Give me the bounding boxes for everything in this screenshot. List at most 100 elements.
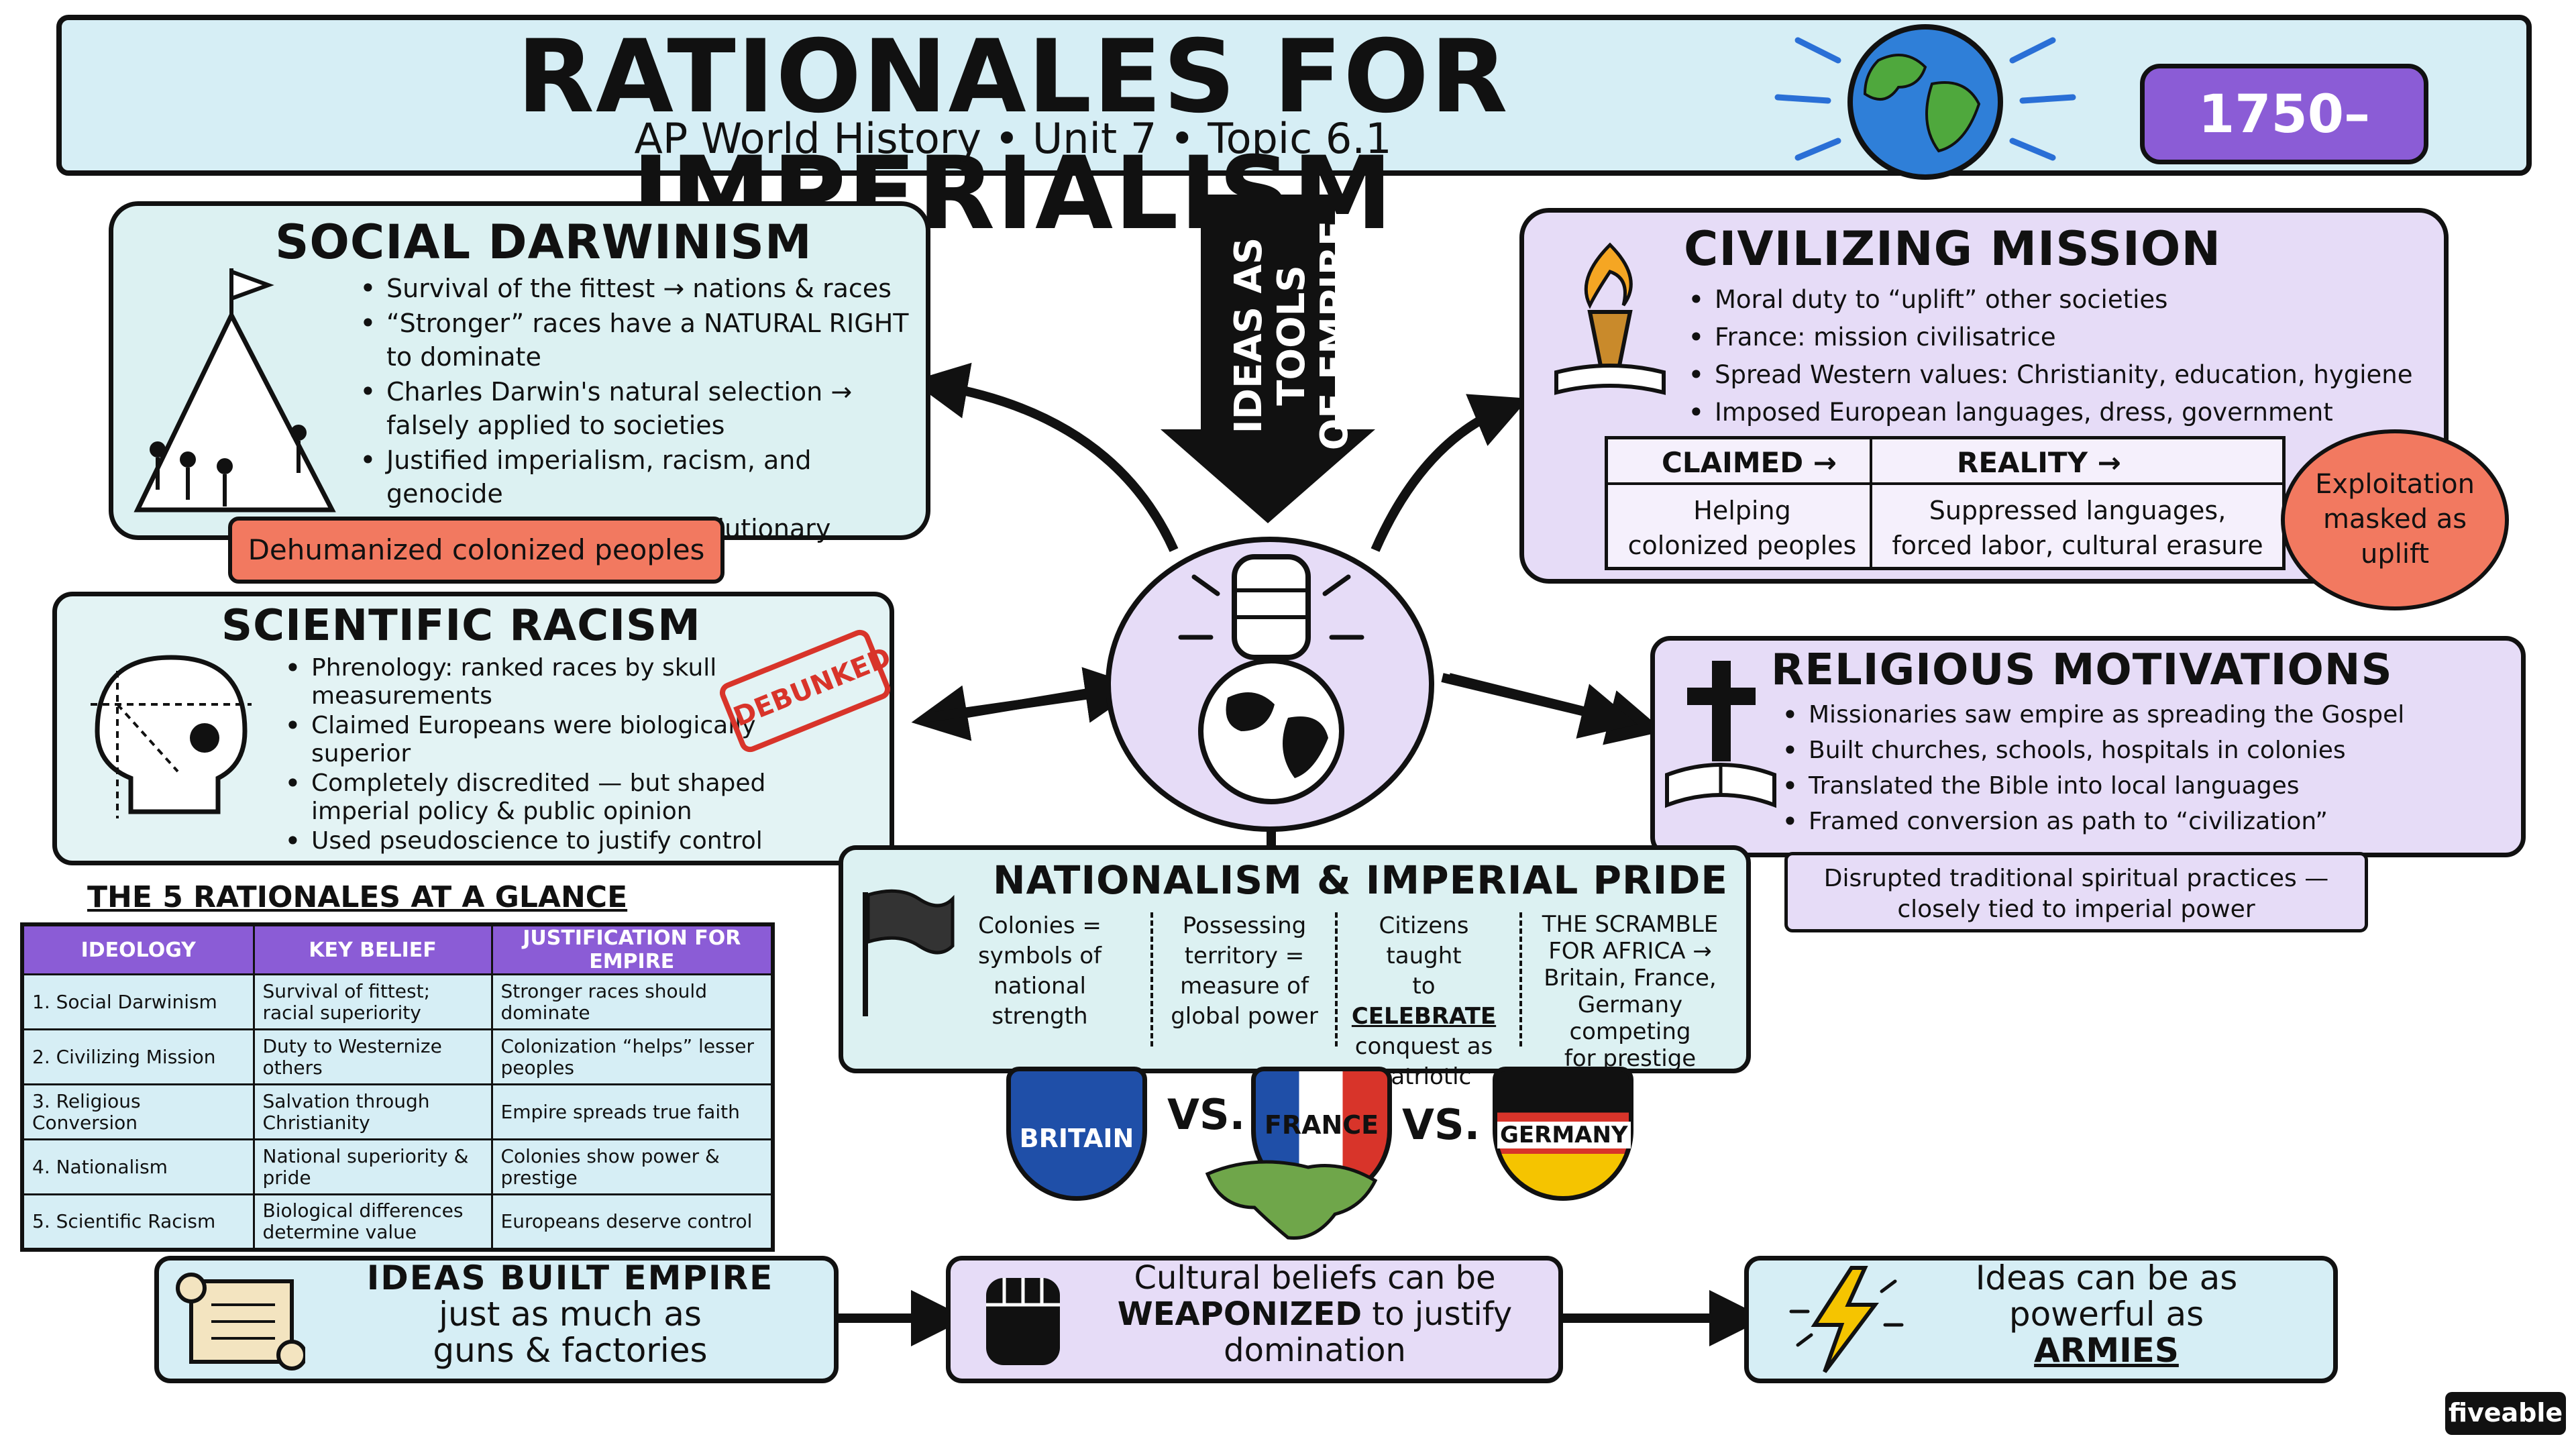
table-cell: Europeans deserve control bbox=[490, 1193, 774, 1250]
fist-icon bbox=[986, 1278, 1060, 1365]
table-row: 3. Religious Conversion Salvation throug… bbox=[21, 1083, 774, 1140]
col-line: to CELEBRATE bbox=[1338, 971, 1509, 1032]
mountain-summit-icon bbox=[133, 268, 336, 513]
claimed-header: CLAIMED → bbox=[1662, 446, 1837, 479]
box3-line1: Ideas can be as bbox=[1975, 1258, 2238, 1297]
col-line: national strength bbox=[991, 973, 1088, 1030]
table-cell: 3. Religious Conversion bbox=[21, 1083, 255, 1140]
table-cell: 4. Nationalism bbox=[21, 1138, 255, 1195]
col-line: global power bbox=[1171, 1003, 1318, 1030]
table-header: IDEOLOGY bbox=[21, 923, 255, 975]
col-line: Possessing bbox=[1182, 912, 1307, 939]
social-darwinism-title: SOCIAL DARWINISM bbox=[275, 215, 812, 270]
claimed-cell: Helping colonized peoples bbox=[1621, 493, 1863, 563]
col-line: FOR AFRICA → bbox=[1548, 938, 1712, 965]
vs-label: VS. bbox=[1402, 1100, 1481, 1149]
ideas-built-empire-text: IDEAS BUILT EMPIRE just as much as guns … bbox=[322, 1260, 818, 1368]
col-line: Citizens taught bbox=[1379, 912, 1469, 969]
col-line: patriotic bbox=[1376, 1063, 1472, 1090]
box2-rest: to justify bbox=[1362, 1295, 1513, 1333]
table-cell: Empire spreads true faith bbox=[490, 1083, 774, 1140]
col-line: Germany competing bbox=[1569, 991, 1691, 1045]
religious-motivations-list: Missionaries saw empire as spreading the… bbox=[1778, 698, 2516, 840]
exploitation-burst: Exploitation masked as uplift bbox=[2281, 429, 2509, 610]
table-cell: Salvation through Christianity bbox=[252, 1083, 493, 1140]
weaponized-text: Cultural beliefs can be WEAPONIZED to ju… bbox=[1080, 1260, 1550, 1368]
list-item: Framed conversion as path to “civilizati… bbox=[1778, 804, 2516, 839]
list-item: Completely discredited — but shaped impe… bbox=[280, 769, 790, 826]
note-line2: closely tied to imperial power bbox=[1897, 896, 2255, 923]
nationalism-divider bbox=[1519, 912, 1522, 1046]
germany-shield: GERMANY bbox=[1493, 1067, 1633, 1201]
page-subtitle: AP World History • Unit 7 • Topic 6.1 bbox=[634, 114, 1392, 163]
nationalism-title: NATIONALISM & IMPERIAL PRIDE bbox=[993, 857, 1729, 903]
table-cell: 2. Civilizing Mission bbox=[21, 1028, 255, 1085]
table-cell: 1. Social Darwinism bbox=[21, 973, 255, 1030]
fist-globe-icon bbox=[1178, 554, 1364, 804]
col-line: Britain, France, bbox=[1544, 965, 1717, 991]
reality-cell: Suppressed languages, forced labor, cult… bbox=[1876, 493, 2279, 563]
box2-line2: WEAPONIZED to justify bbox=[1080, 1296, 1550, 1332]
ideas-arrow-line1: IDEAS AS TOOLS bbox=[1227, 237, 1313, 434]
cross-bible-icon bbox=[1665, 661, 1776, 808]
nationalism-col-3: Citizens taught to CELEBRATE conquest as… bbox=[1338, 911, 1509, 1092]
claimed-vs-reality-table: CLAIMED → REALITY → Helping colonized pe… bbox=[1605, 436, 2286, 570]
africa-map-icon bbox=[1205, 1160, 1378, 1240]
box1-line3: guns & factories bbox=[433, 1331, 708, 1370]
burst-line1: Exploitation bbox=[2315, 469, 2475, 500]
list-item: Moral duty to “uplift” other societies bbox=[1684, 282, 2435, 318]
list-item: Used pseudoscience to justify control bbox=[280, 827, 790, 855]
table-header: JUSTIFICATION FOR EMPIRE bbox=[490, 923, 774, 975]
table-row: 5. Scientific Racism Biological differen… bbox=[21, 1193, 774, 1250]
burst-line3: uplift bbox=[2360, 539, 2430, 570]
burst-line2: masked as bbox=[2322, 504, 2467, 535]
ideas-arrow-line2: OF EMPIRE bbox=[1313, 220, 1356, 451]
ideas-powerful-text: Ideas can be as powerful as ARMIES bbox=[1919, 1260, 2294, 1368]
reality-line2: forced labor, cultural erasure bbox=[1892, 531, 2263, 560]
weaponized-emphasis: WEAPONIZED bbox=[1117, 1295, 1362, 1333]
col-line: territory = bbox=[1184, 943, 1305, 969]
reality-header: REALITY → bbox=[1957, 446, 2121, 479]
skull-icon bbox=[91, 655, 252, 818]
scroll-icon bbox=[176, 1273, 305, 1371]
table-header-row: IDEOLOGY KEY BELIEF JUSTIFICATION FOR EM… bbox=[21, 923, 774, 975]
civilizing-mission-title: CIVILIZING MISSION bbox=[1684, 221, 2222, 276]
table-cell: National superiority & pride bbox=[252, 1138, 493, 1195]
col-line: THE SCRAMBLE bbox=[1542, 911, 1719, 938]
date-range-badge: 1750–1900 bbox=[2140, 64, 2428, 237]
nationalism-divider bbox=[1150, 912, 1153, 1046]
col-line: measure of bbox=[1180, 973, 1309, 1000]
table-row: 4. Nationalism National superiority & pr… bbox=[21, 1138, 774, 1195]
box2-line1: Cultural beliefs can be bbox=[1134, 1259, 1496, 1297]
box2-line3: domination bbox=[1224, 1332, 1406, 1369]
col-line: Colonies = bbox=[978, 912, 1102, 939]
cm-table-divider bbox=[1608, 482, 2282, 485]
lightning-bolt-icon bbox=[1789, 1266, 1904, 1373]
list-item: “Stronger” races have a NATURAL RIGHT to… bbox=[356, 307, 912, 374]
nationalism-panel bbox=[839, 845, 1751, 1073]
dehumanized-tag: Dehumanized colonized peoples bbox=[228, 517, 724, 584]
rationales-table-title: THE 5 RATIONALES AT A GLANCE bbox=[87, 880, 628, 914]
religious-motivations-title: RELIGIOUS MOTIVATIONS bbox=[1771, 645, 2393, 695]
table-cell: Colonization “helps” lesser peoples bbox=[490, 1028, 774, 1085]
ideas-arrow-label: IDEAS AS TOOLS OF EMPIRE bbox=[1227, 168, 1356, 503]
list-item: Survival of the fittest → nations & race… bbox=[356, 272, 912, 305]
list-item: Built churches, schools, hospitals in co… bbox=[1778, 733, 2516, 767]
claimed-line2: colonized peoples bbox=[1627, 531, 1857, 560]
rationales-table: IDEOLOGY KEY BELIEF JUSTIFICATION FOR EM… bbox=[20, 922, 775, 1252]
cm-table-divider bbox=[1870, 439, 1872, 567]
table-cell: Colonies show power & prestige bbox=[490, 1138, 774, 1195]
nationalism-col-1: Colonies = symbols of national strength bbox=[943, 911, 1137, 1032]
table-cell: 5. Scientific Racism bbox=[21, 1193, 255, 1250]
header-banner bbox=[56, 15, 2532, 176]
table-cell: Stronger races should dominate bbox=[490, 973, 774, 1030]
fiveable-logo: fiveable bbox=[2445, 1392, 2566, 1435]
globe-icon bbox=[1774, 24, 2076, 180]
nationalism-col-4: THE SCRAMBLE FOR AFRICA → Britain, Franc… bbox=[1523, 911, 1737, 1072]
table-cell: Biological differences determine value bbox=[252, 1193, 493, 1250]
britain-shield: BRITAIN bbox=[1006, 1067, 1147, 1201]
torch-book-icon bbox=[1554, 242, 1666, 395]
list-item: Justified imperialism, racism, and genoc… bbox=[356, 443, 912, 511]
box1-line2: just as much as bbox=[439, 1295, 702, 1334]
